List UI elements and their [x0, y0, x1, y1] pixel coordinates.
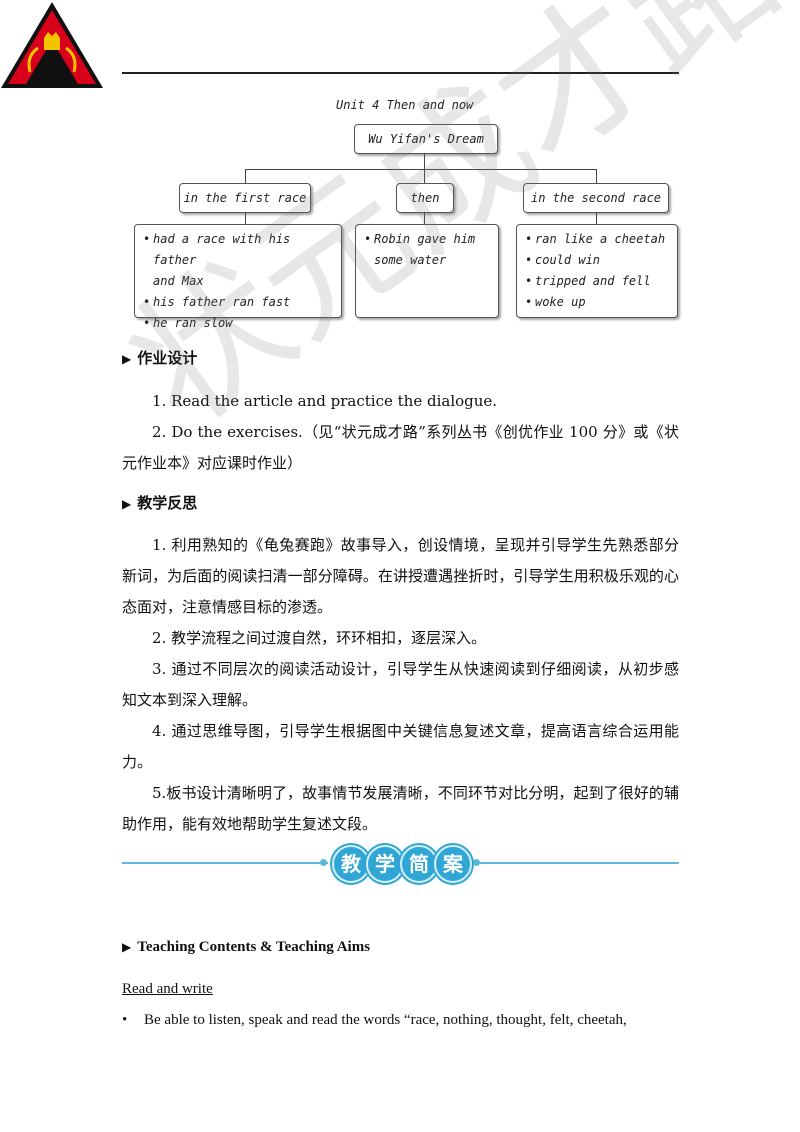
header-rule — [122, 72, 679, 74]
teaching-bullet: • Be able to listen, speak and read the w… — [122, 1012, 679, 1029]
connector — [245, 212, 246, 224]
banner-dot — [320, 859, 327, 866]
reflection-body: 1. 利用熟知的《龟兔赛跑》故事导入，创设情境，呈现并引导学生先熟悉部分新词，为… — [122, 530, 679, 840]
list-item: and Max — [153, 274, 204, 288]
list-item: ran like a cheetah — [525, 229, 669, 250]
branch-label: in the first race — [183, 191, 307, 205]
mind-map-center-label: Wu Yifan's Dream — [368, 132, 484, 146]
paragraph: 2. 教学流程之间过渡自然，环环相扣，逐层深入。 — [152, 629, 487, 647]
triangle-right-icon: ▶ — [122, 352, 132, 366]
list-item: some water — [374, 253, 447, 267]
teaching-subheading: Read and write — [122, 981, 213, 997]
connector — [245, 169, 246, 183]
connector — [596, 212, 597, 224]
section-title: Teaching Contents & Teaching Aims — [137, 939, 371, 955]
paragraph: 1. Read the article and practice the dia… — [152, 392, 498, 410]
triangle-right-icon: ▶ — [122, 497, 132, 511]
homework-body: 1. Read the article and practice the dia… — [122, 386, 679, 479]
paragraph: 3. 通过不同层次的阅读活动设计，引导学生从快速阅读到仔细阅读，从初步感知文本到… — [122, 660, 679, 709]
bullet-icon: • — [122, 1012, 128, 1028]
mind-map-center: Wu Yifan's Dream — [354, 124, 498, 154]
banner-dot — [473, 859, 480, 866]
banner-rule — [474, 862, 679, 864]
paragraph: 4. 通过思维导图，引导学生根据图中关键信息复述文章，提高语言综合运用能力。 — [122, 722, 679, 771]
bullet-text: Be able to listen, speak and read the wo… — [144, 1012, 627, 1028]
connector — [596, 169, 597, 183]
connector — [245, 169, 597, 170]
paragraph: 5.板书设计清晰明了，故事情节发展清晰，不同环节对比分明，起到了很好的辅助作用，… — [122, 784, 679, 833]
list-item: tripped and fell — [525, 271, 669, 292]
list-item: could win — [525, 250, 669, 271]
triangle-right-icon: ▶ — [122, 940, 132, 954]
crest-logo-icon — [1, 2, 103, 88]
branch-first-race: in the first race — [179, 183, 311, 213]
connector — [424, 212, 425, 224]
paragraph: 2. Do the exercises.（见“状元成才路”系列丛书《创优作业 1… — [122, 423, 679, 472]
list-item: he ran slow — [143, 313, 333, 334]
branch-label: then — [410, 191, 440, 205]
branch-then: then — [396, 183, 454, 213]
section-title: 作业设计 — [137, 349, 198, 367]
branch-label: in the second race — [530, 191, 662, 205]
list-item: woke up — [525, 292, 669, 313]
banner-rule — [122, 862, 328, 864]
connector — [424, 153, 425, 169]
reflection-heading: ▶ 教学反思 — [122, 492, 197, 513]
teaching-heading: ▶ Teaching Contents & Teaching Aims — [122, 939, 370, 956]
paragraph: 1. 利用熟知的《龟兔赛跑》故事导入，创设情境，呈现并引导学生先熟悉部分新词，为… — [122, 536, 679, 616]
list-item: Robin gave him — [364, 229, 490, 250]
branch-second-race: in the second race — [523, 183, 669, 213]
connector — [424, 169, 425, 183]
banner-char: 案 — [434, 845, 472, 883]
banner-char: 简 — [400, 845, 438, 883]
banner-char: 教 — [332, 845, 370, 883]
detail-box-second-race: ran like a cheetah could win tripped and… — [516, 224, 678, 318]
detail-box-then: Robin gave him some water — [355, 224, 499, 318]
section-title: 教学反思 — [137, 494, 198, 512]
mind-map-caption: Unit 4 Then and now — [336, 98, 474, 112]
detail-box-first-race: had a race with his father and Max his f… — [134, 224, 342, 334]
list-item: had a race with his father — [143, 229, 333, 271]
list-item: his father ran fast — [143, 292, 333, 313]
banner-char: 学 — [366, 845, 404, 883]
homework-heading: ▶ 作业设计 — [122, 347, 197, 368]
